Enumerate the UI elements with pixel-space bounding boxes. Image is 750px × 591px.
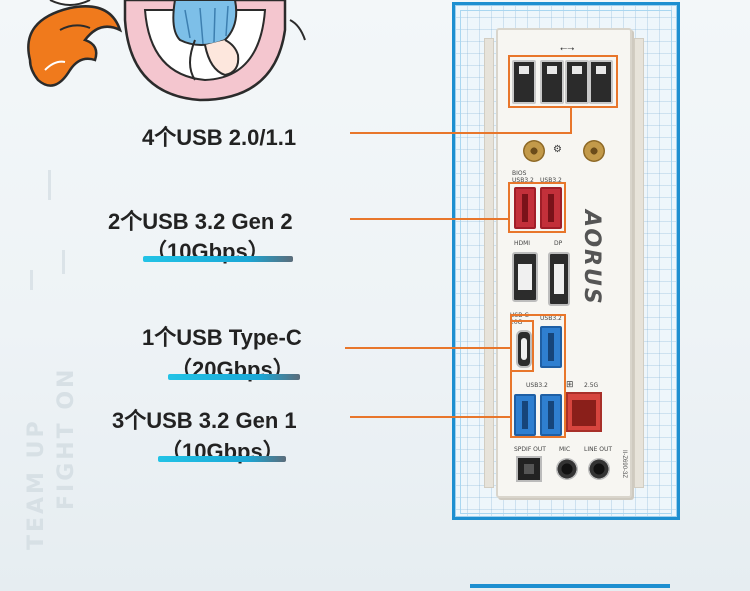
- io-shield-edge-right: [634, 38, 644, 488]
- bios-label: BIOS: [512, 170, 527, 177]
- usb-2-port: [540, 60, 564, 104]
- decor-dash: [30, 270, 33, 290]
- usb-2-port: [565, 60, 589, 104]
- slogan-team-up: TEAM UP: [24, 418, 49, 550]
- slogan-fight-on: FIGHT ON: [54, 366, 79, 510]
- usb32-label: USB3.2: [540, 177, 562, 184]
- underline-accent: [143, 256, 293, 262]
- aorus-logo: AORUS: [579, 210, 604, 306]
- line-out-label: LINE OUT: [584, 446, 613, 453]
- io-panel-inner-border: [460, 10, 672, 514]
- usbc-speed-label: 20G: [510, 319, 523, 326]
- highlight-usb32-gen2: [508, 182, 566, 233]
- underline-accent: [158, 456, 286, 462]
- anime-character-illustration: [27, 0, 306, 102]
- mic-label: MIC: [559, 446, 571, 453]
- usb-symbol-icon: ⭠⭢: [560, 44, 575, 54]
- usb-32-gen2-port: [540, 187, 562, 229]
- label-usbc: 1个USB Type-C: [142, 325, 302, 350]
- io-shield-edge-left: [484, 38, 494, 488]
- line-out-jack: [588, 458, 610, 480]
- highlight-usb32-gen1: [510, 314, 566, 438]
- connector-line: [350, 132, 572, 134]
- usb-2-port: [512, 60, 536, 104]
- hdmi-port: [512, 252, 538, 302]
- connector-line: [570, 106, 572, 134]
- usb-2-port: [589, 60, 613, 104]
- lan-speed-label: 2.5G: [584, 382, 599, 389]
- decor-dash: [62, 250, 65, 274]
- wifi-antenna-connector: [583, 140, 605, 162]
- underline-accent: [168, 374, 300, 380]
- wifi-antenna-connector: [523, 140, 545, 162]
- model-number: II-Z690-3Z: [621, 450, 627, 479]
- hdmi-label: HDMI: [514, 240, 531, 247]
- label-usb20: 4个USB 2.0/1.1: [142, 125, 297, 150]
- label-usb32-gen1: 3个USB 3.2 Gen 1: [112, 408, 297, 433]
- mic-jack: [556, 458, 578, 480]
- displayport-port: [548, 252, 570, 306]
- connector-line: [350, 416, 512, 418]
- bottom-accent-line: [470, 584, 670, 588]
- ethernet-port: [566, 392, 602, 432]
- background-slogan: TEAM UP FIGHT ON: [2, 300, 92, 560]
- connector-line: [345, 347, 512, 349]
- usb-type-c-port: [516, 330, 532, 368]
- dp-label: DP: [554, 240, 563, 247]
- network-icon: ⊞: [566, 380, 574, 390]
- decor-dash: [48, 170, 51, 200]
- usb32-label: USB3.2: [512, 177, 534, 184]
- highlight-usb2: [508, 55, 618, 108]
- usb-32-gen1-port: [514, 394, 536, 436]
- usb32-label: USB3.2: [526, 382, 548, 389]
- spdif-label: SPDIF OUT: [514, 446, 546, 453]
- usb-32-gen1-port: [540, 394, 562, 436]
- usb-32-gen2-port: [514, 187, 536, 229]
- bios-button-icon: ⚙: [553, 144, 562, 155]
- connector-line: [350, 218, 510, 220]
- usb-32-gen1-port: [540, 326, 562, 368]
- usb32-label: USB3.2: [540, 315, 562, 322]
- label-usb32-gen2: 2个USB 3.2 Gen 2: [108, 209, 293, 234]
- spdif-port: [516, 456, 542, 482]
